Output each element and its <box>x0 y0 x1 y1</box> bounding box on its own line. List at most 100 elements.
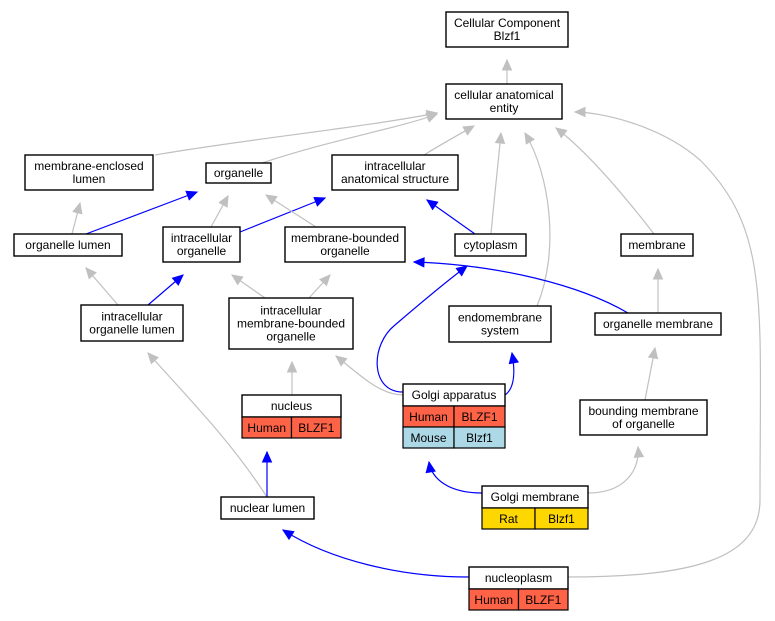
node-label-line: organelle <box>266 330 316 344</box>
edge-line <box>490 132 502 235</box>
node-box <box>284 226 406 263</box>
node-label-line: intracellular <box>260 304 321 318</box>
node-label-line: membrane <box>628 238 686 252</box>
gene-label: BLZF1 <box>298 421 334 435</box>
edge-membrane-to-cellular-anatomical-entity <box>555 127 655 235</box>
edge-cytoplasm-to-cellular-anatomical-entity <box>490 131 506 235</box>
species-label: Mouse <box>410 431 446 445</box>
edge-golgi-membrane-to-bounding-membrane-of-organelle <box>587 445 645 494</box>
node-label-line: Golgi apparatus <box>412 388 497 402</box>
edge-organelle-lumen-to-membrane-enclosed-lumen <box>71 201 83 235</box>
edge-intracellular-organelle-lumen-to-organelle-lumen <box>85 267 119 306</box>
edge-organelle-lumen-to-organelle <box>85 190 199 235</box>
edge-intracellular-organelle-lumen-to-intracellular-organelle <box>147 274 184 306</box>
node-label-line: organelle lumen <box>89 323 174 337</box>
node-membrane[interactable]: membrane <box>620 233 694 257</box>
node-label-line: membrane-bounded <box>237 317 345 331</box>
node-organelle-membrane[interactable]: organelle membrane <box>594 312 722 336</box>
node-organelle-lumen[interactable]: organelle lumen <box>13 233 123 257</box>
edge-arrowhead <box>147 352 159 365</box>
node-label-line: membrane-bounded <box>291 231 399 245</box>
node-box <box>454 233 527 257</box>
edge-arrowhead <box>425 112 439 123</box>
edge-line <box>567 111 762 578</box>
edge-line <box>85 191 198 235</box>
edge-golgi-apparatus-to-endomembrane-system <box>504 351 520 396</box>
gene-cell <box>534 507 589 530</box>
node-box <box>24 154 154 191</box>
node-box <box>220 496 315 520</box>
edge-golgi-apparatus-to-cytoplasm <box>376 265 468 393</box>
node-label-line: entity <box>490 101 519 115</box>
edge-nuclear-lumen-to-nucleus <box>261 450 273 497</box>
node-label-line: membrane-enclosed <box>34 159 143 173</box>
edge-line <box>413 261 629 314</box>
edge-membrane-bounded-organelle-to-organelle <box>264 194 317 228</box>
node-label-line: organelle <box>214 166 264 180</box>
node-nuclear-lumen[interactable]: nuclear lumen <box>220 496 315 520</box>
node-box <box>448 305 552 343</box>
node-organelle[interactable]: organelle <box>205 162 272 184</box>
edge-arrowhead <box>171 274 184 286</box>
gene-label: Blzf1 <box>466 431 493 445</box>
node-label-line: cellular anatomical <box>454 88 553 102</box>
edge-cellular-anatomical-entity-to-root <box>501 58 513 84</box>
edge-bounding-membrane-of-organelle-to-organelle-membrane <box>644 346 659 401</box>
node-label-line: Cellular Component <box>454 16 561 30</box>
edge-organelle-membrane-to-membrane-bounded-organelle <box>412 257 629 314</box>
node-label-line: organelle <box>320 244 370 258</box>
node-box <box>594 312 722 336</box>
edge-arrowhead <box>573 106 586 118</box>
edge-arrowhead <box>264 194 278 206</box>
node-box <box>162 226 241 263</box>
edge-organelle-membrane-to-membrane <box>652 267 664 313</box>
gene-label: BLZF1 <box>461 410 497 424</box>
species-label: Human <box>409 410 448 424</box>
edge-arrowhead <box>508 351 520 365</box>
edge-arrowhead <box>313 197 327 207</box>
node-label-line: nucleus <box>271 399 312 413</box>
node-label-line: Golgi membrane <box>491 490 580 504</box>
edge-arrowhead <box>652 267 664 280</box>
node-box <box>445 11 569 48</box>
gene-cell <box>453 426 506 449</box>
edge-arrowhead <box>633 445 645 458</box>
edge-line <box>147 352 268 498</box>
node-box <box>228 297 354 350</box>
node-box <box>13 233 123 257</box>
node-label-line: organelle lumen <box>25 238 110 252</box>
edge-intracellular-membrane-bounded-organelle-to-membrane-bounded-organelle <box>308 274 331 299</box>
edge-arrowhead <box>647 346 659 360</box>
edge-membrane-enclosed-lumen-to-cellular-anatomical-entity <box>154 109 439 156</box>
node-label-line: intracellular <box>171 231 232 245</box>
edge-organelle-to-cellular-anatomical-entity <box>261 112 439 164</box>
species-label: Human <box>474 593 513 607</box>
node-label-line: cytoplasm <box>463 238 517 252</box>
gene-label: Blzf1 <box>548 512 575 526</box>
edge-line <box>428 461 483 494</box>
edge-intracellular-organelle-to-organelle <box>210 194 229 228</box>
node-cytoplasm[interactable]: cytoplasm <box>454 233 527 257</box>
edge-arrowhead <box>555 127 568 139</box>
edge-line <box>555 127 655 235</box>
edge-arrowhead <box>231 274 244 286</box>
node-label-line: anatomical structure <box>341 172 449 186</box>
edge-nucleus-to-intracellular-membrane-bounded-organelle <box>286 360 298 395</box>
node-label-line: organelle <box>177 244 227 258</box>
node-label-line: lumen <box>73 172 106 186</box>
